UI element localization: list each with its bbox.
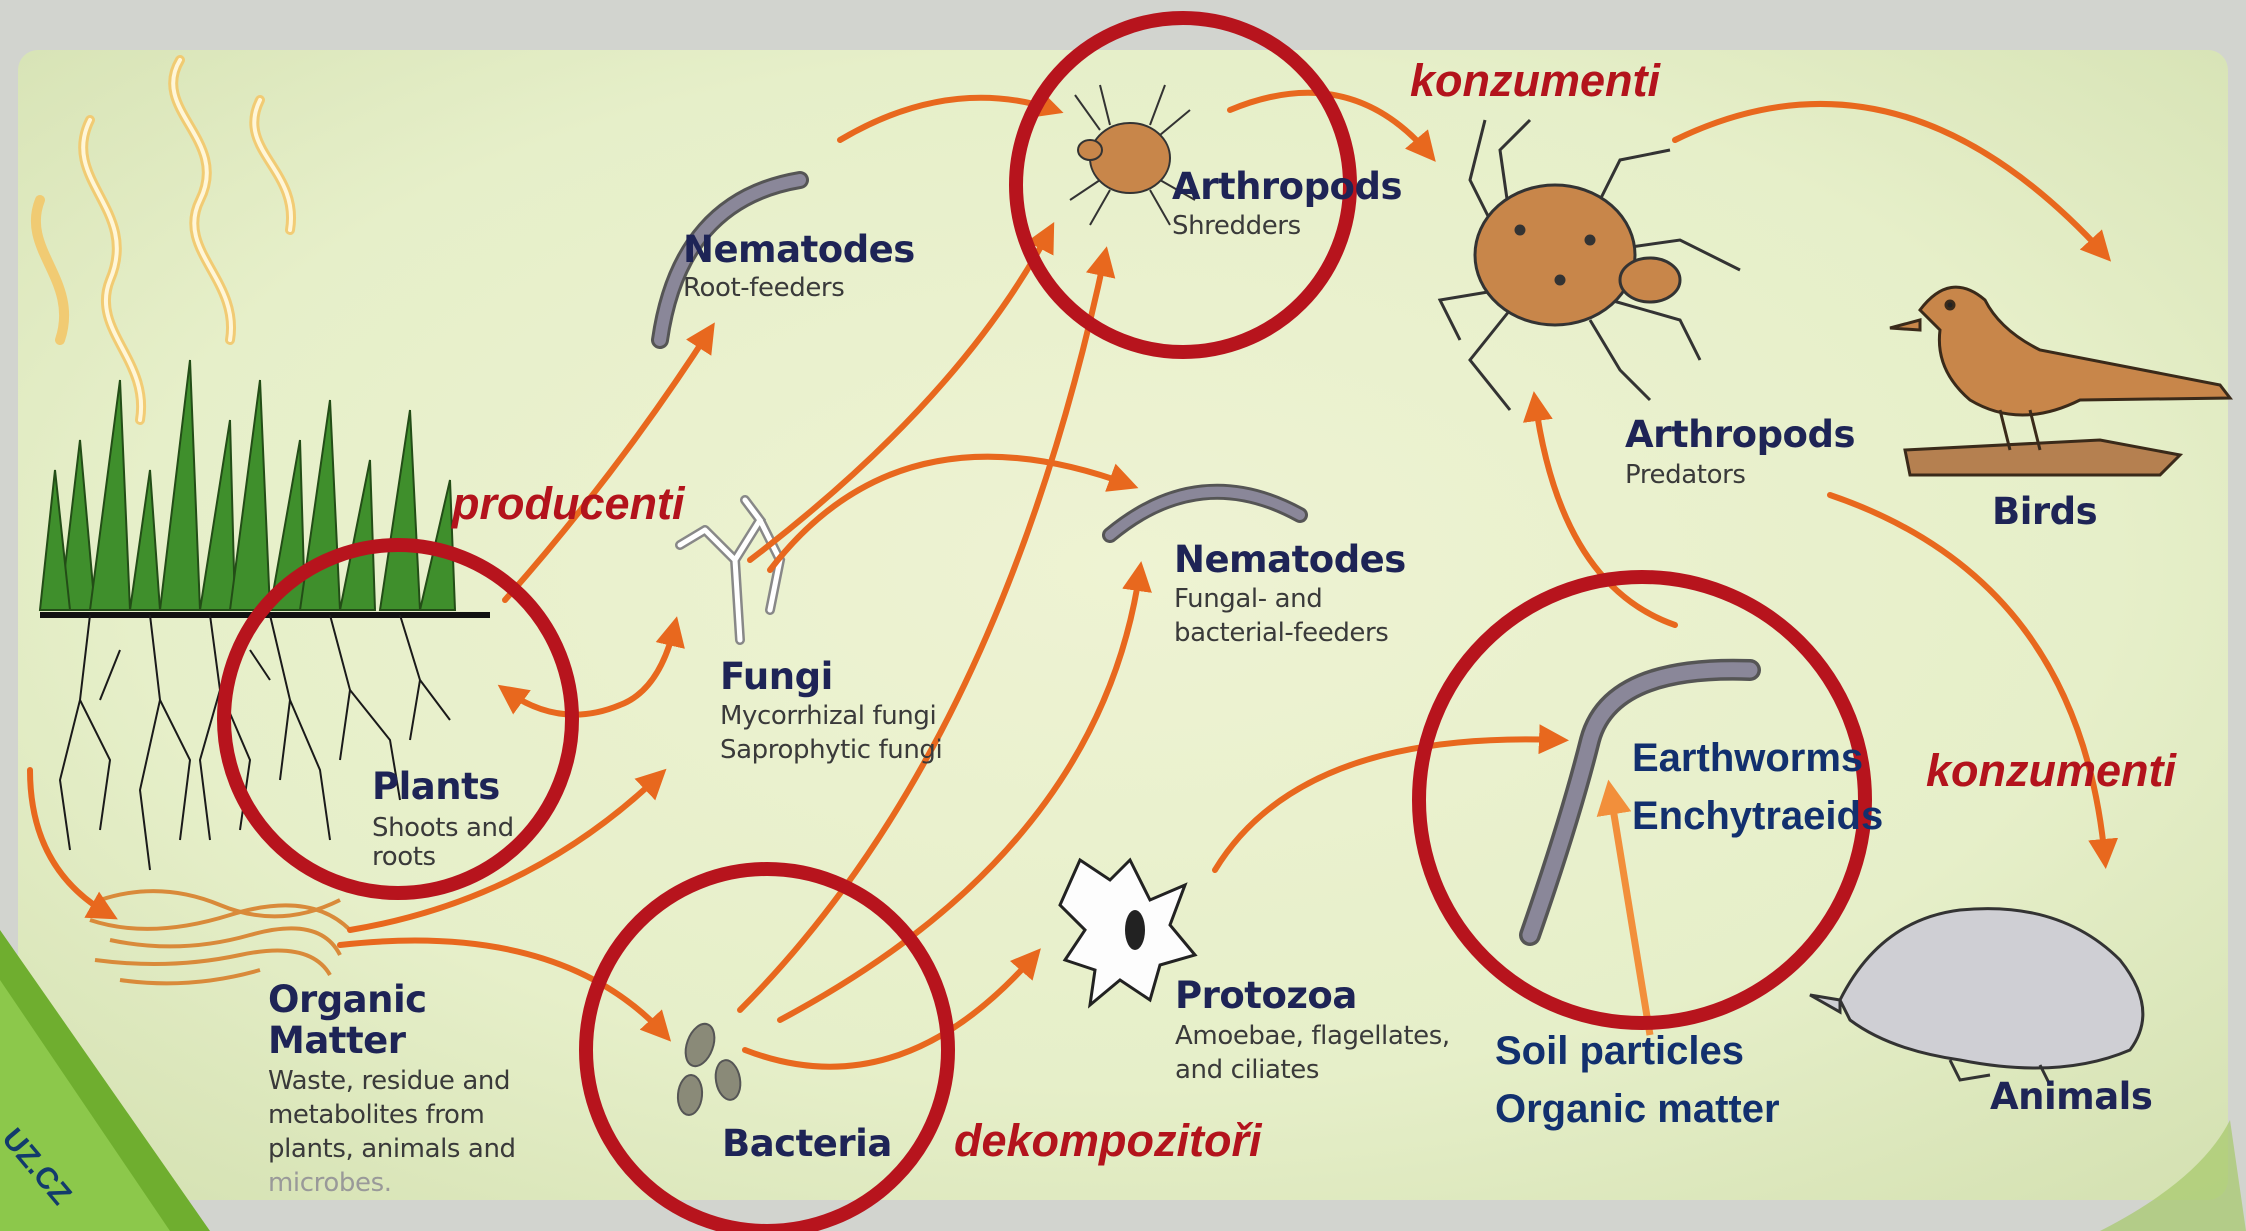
birds-title: Birds	[1992, 490, 2097, 533]
bacteria-title: Bacteria	[722, 1122, 892, 1165]
annotation-dekompozitori: dekompozitoři	[954, 1115, 1262, 1167]
annotation-producenti: producenti	[452, 478, 685, 530]
arthropods-predators-title: Arthropods	[1625, 413, 1855, 456]
annotation-konzumenti-top: konzumenti	[1410, 55, 1660, 107]
soil-label-line-2: Organic matter	[1495, 1080, 1780, 1138]
nematodes-root-title: Nematodes	[683, 228, 915, 271]
protozoa-subtitle-line-1: Amoebae, flagellates,	[1175, 1019, 1450, 1053]
nematodes-fungal-subtitle-line-1: Fungal- and	[1174, 582, 1322, 616]
fungi-subtitle-line-1: Mycorrhizal fungi	[720, 699, 936, 733]
organic-matter-title-line-1: Organic	[268, 978, 427, 1021]
arthropods-shredders-subtitle: Shredders	[1172, 209, 1301, 243]
organic-matter-title-line-2: Matter	[268, 1019, 406, 1062]
nematodes-fungal-subtitle-line-2: bacterial-feeders	[1174, 616, 1388, 650]
protozoa-subtitle-line-2: and ciliates	[1175, 1053, 1319, 1087]
annotation-konzumenti-right: konzumenti	[1926, 745, 2176, 797]
soil-label-line-1: Soil particles	[1495, 1022, 1744, 1080]
arthropods-predators-subtitle: Predators	[1625, 458, 1746, 492]
organic-matter-subtitle-line-1: Waste, residue and	[268, 1064, 510, 1098]
nematodes-fungal-title: Nematodes	[1174, 538, 1406, 581]
animals-title: Animals	[1990, 1075, 2152, 1118]
protozoa-title: Protozoa	[1175, 974, 1357, 1017]
fungi-title: Fungi	[720, 655, 833, 698]
organic-matter-subtitle-line-3: plants, animals and	[268, 1132, 516, 1166]
nematodes-root-subtitle: Root-feeders	[683, 271, 844, 305]
arthropods-shredders-title: Arthropods	[1172, 165, 1402, 208]
earthworms-label-line-1: Earthworms	[1632, 729, 1863, 787]
plants-subtitle-line-2: roots	[372, 840, 436, 874]
plants-title: Plants	[372, 765, 500, 808]
fungi-subtitle-line-2: Saprophytic fungi	[720, 733, 942, 767]
organic-matter-subtitle-line-4: microbes.	[268, 1166, 392, 1200]
organic-matter-subtitle-line-2: metabolites from	[268, 1098, 484, 1132]
earthworms-label-line-2: Enchytraeids	[1632, 787, 1883, 845]
